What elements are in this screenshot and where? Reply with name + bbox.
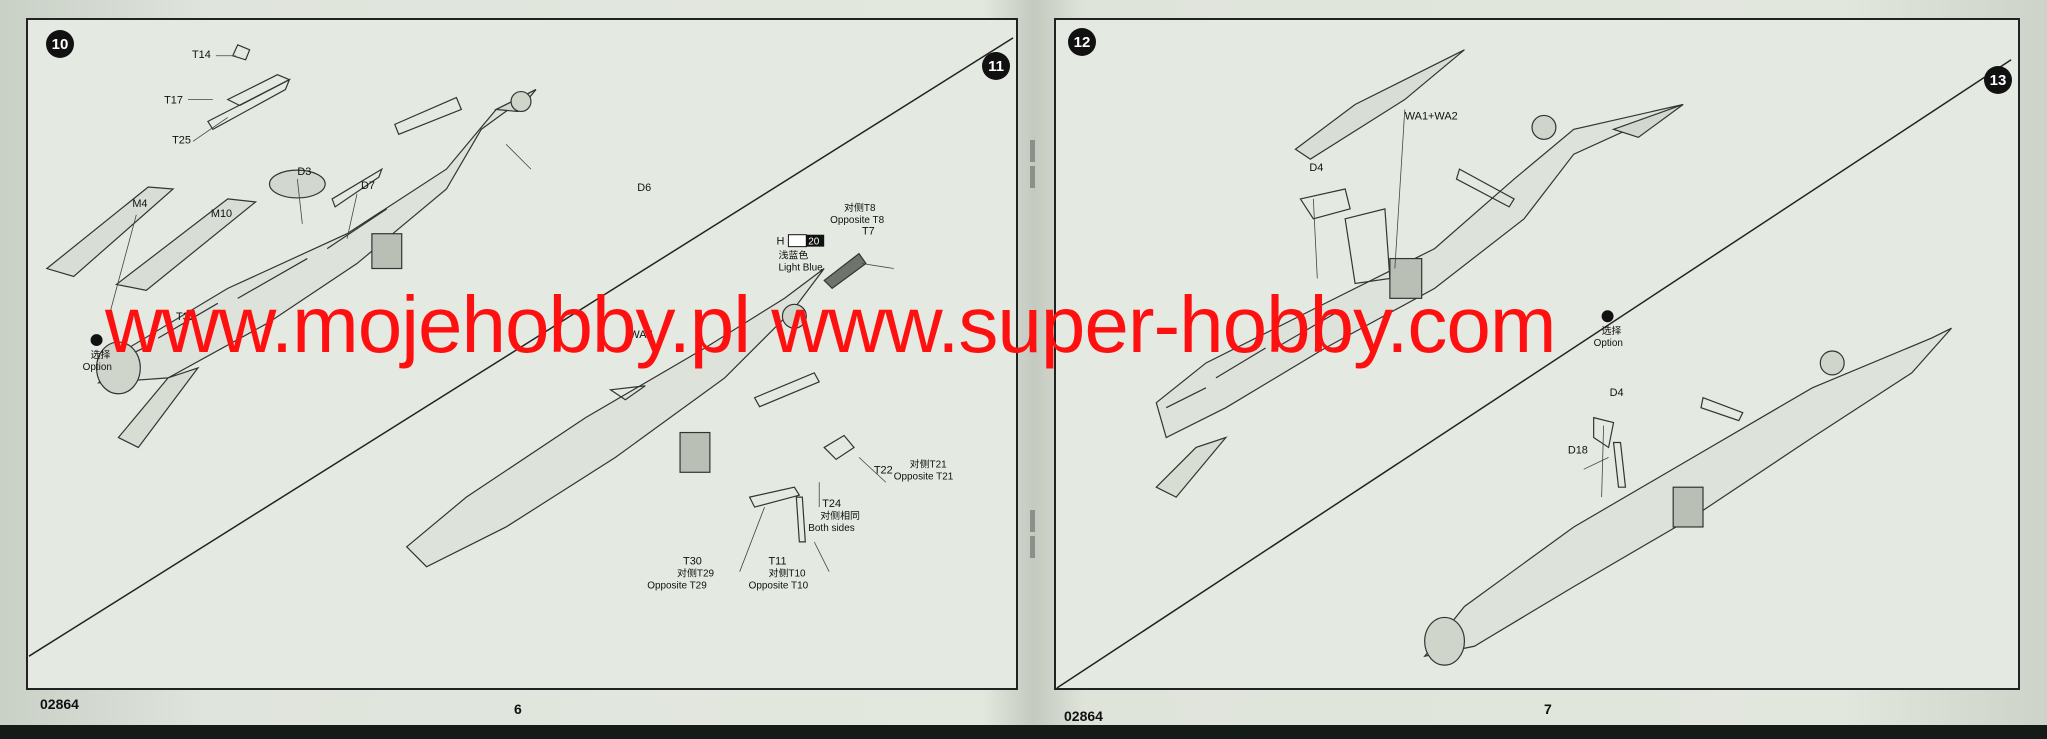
instruction-page-right: WA1+WA2 D4 选择 Option D4 D18 12 13 02864 … xyxy=(1054,18,2020,724)
binding-staples xyxy=(1030,140,1035,558)
label-T25: T25 xyxy=(172,134,191,146)
label-T22: T22 xyxy=(874,464,893,476)
label-T17: T17 xyxy=(164,95,183,107)
label-M10: M10 xyxy=(211,208,232,220)
label-WA7: WA7 xyxy=(629,329,652,341)
page-number-right: 7 xyxy=(1544,701,1552,717)
fuselage-drawing-step-13 xyxy=(1423,327,1952,666)
label-option: Option xyxy=(83,362,112,373)
label-option-cn: 选择 xyxy=(91,348,111,361)
assembly-diagram-right: WA1+WA2 D4 选择 Option D4 D18 xyxy=(1056,49,2012,688)
label-option-cn-right: 选择 xyxy=(1602,324,1622,337)
label-paint-cn: 浅蓝色 xyxy=(778,249,808,262)
label-D4-bottom: D4 xyxy=(1610,387,1624,399)
watermark-text: www.mojehobby.pl www.super-hobby.com xyxy=(105,280,1557,369)
kit-number-right: 02864 xyxy=(1064,708,1103,724)
page-number-left: 6 xyxy=(514,701,522,717)
label-both-cn: 对侧相同 xyxy=(820,509,860,522)
option-icon xyxy=(90,334,103,347)
label-T7: T7 xyxy=(862,226,875,238)
label-opp-t29-cn: 对侧T29 xyxy=(677,567,714,580)
kit-number-left: 02864 xyxy=(40,696,79,712)
label-T11: T11 xyxy=(769,556,787,568)
label-T30: T30 xyxy=(683,556,702,568)
instruction-page-left: T14 T17 T25 D3 D7 D6 M4 M10 T35 选择 Optio… xyxy=(26,18,1018,717)
assembly-diagram-left: T14 T17 T25 D3 D7 D6 M4 M10 T35 选择 Optio… xyxy=(28,37,1014,657)
step-number-10: 10 xyxy=(46,30,74,58)
label-opp-t8: Opposite T8 xyxy=(830,215,884,226)
step-number-12: 12 xyxy=(1068,28,1096,56)
fuselage-drawing-step-11 xyxy=(405,252,867,568)
fuselage-drawing-step-10 xyxy=(45,44,537,449)
label-D18: D18 xyxy=(1568,444,1588,456)
label-T24: T24 xyxy=(822,498,841,510)
label-D7: D7 xyxy=(361,180,375,192)
background-edge xyxy=(0,725,2047,739)
step-number-11: 11 xyxy=(982,52,1010,80)
label-opp-t10-cn: 对侧T10 xyxy=(769,567,806,580)
label-both: Both sides xyxy=(808,523,854,534)
label-D6: D6 xyxy=(637,182,651,194)
label-H: H xyxy=(776,236,784,248)
fuselage-drawing-step-12 xyxy=(1155,49,1684,498)
label-opp-t29: Opposite T29 xyxy=(647,581,707,592)
step-number-13: 13 xyxy=(1984,66,2012,94)
label-T35: T35 xyxy=(176,311,195,323)
label-opp-t21-cn: 对侧T21 xyxy=(910,457,947,470)
paint-number: 20 xyxy=(808,237,820,248)
label-opp-t21: Opposite T21 xyxy=(894,471,954,482)
label-D4-top: D4 xyxy=(1309,162,1323,174)
option-icon-right xyxy=(1601,310,1614,323)
label-D3: D3 xyxy=(297,166,311,178)
label-opp-t8-cn: 对侧T8 xyxy=(844,201,876,214)
label-opp-t10: Opposite T10 xyxy=(749,581,809,592)
label-WA1-WA2: WA1+WA2 xyxy=(1405,110,1458,122)
label-option-right: Option xyxy=(1594,338,1623,349)
paint-swatch xyxy=(787,234,807,248)
label-T14: T14 xyxy=(192,49,211,61)
label-paint-en: Light Blue xyxy=(778,263,823,274)
label-M4: M4 xyxy=(132,198,147,210)
